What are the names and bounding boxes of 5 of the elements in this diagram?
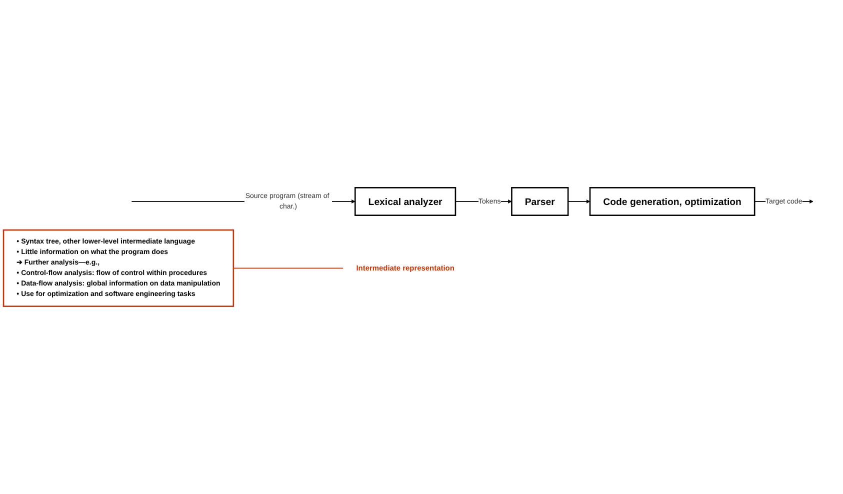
node-box: Code generation, optimization [589, 187, 756, 216]
node-box: Lexical analyzer [354, 187, 456, 216]
connector [233, 268, 344, 269]
arrow [568, 200, 590, 204]
node-box: Parser [511, 187, 569, 216]
